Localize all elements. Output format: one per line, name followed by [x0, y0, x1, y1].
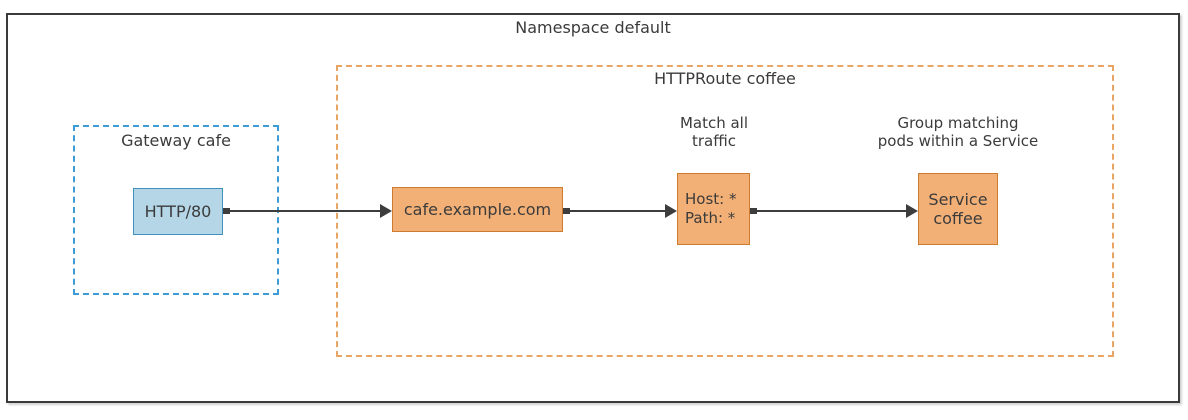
node-hostname: cafe.example.com [392, 187, 563, 232]
httproute-label: HTTPRoute coffee [654, 69, 796, 88]
arrow-line [224, 210, 381, 212]
arrowhead-icon [665, 204, 677, 218]
match-annotation-line-2: traffic [692, 132, 736, 150]
match-annotation-line-1: Match all [679, 114, 749, 132]
arrowhead-icon [906, 204, 918, 218]
namespace-label: Namespace default [515, 18, 671, 37]
listener-node-label: HTTP/80 [144, 202, 212, 221]
arrow-line [564, 210, 666, 212]
arrow-line [751, 210, 907, 212]
namespace-boundary: Namespace default [6, 13, 1180, 403]
service-annotation-line-1: Group matching [897, 114, 1019, 132]
service-annotation: Group matching pods within a Service [848, 114, 1068, 150]
arrow-hostname-to-match [563, 203, 677, 219]
hostname-node-label: cafe.example.com [403, 200, 552, 219]
arrowhead-icon [380, 204, 392, 218]
service-node-line-1: Service [928, 190, 988, 209]
arrow-listener-to-hostname [223, 203, 392, 219]
match-node-path-line: Path: * [685, 209, 736, 227]
arrow-match-to-service [750, 203, 918, 219]
node-match-rules: Host: * Path: * [677, 173, 750, 245]
service-node-line-2: coffee [933, 209, 983, 228]
gateway-label: Gateway cafe [121, 131, 231, 150]
node-listener-http-80: HTTP/80 [133, 188, 223, 235]
match-node-host-line: Host: * [685, 190, 737, 208]
match-annotation: Match all traffic [634, 114, 794, 150]
service-annotation-line-2: pods within a Service [877, 132, 1039, 150]
node-service-coffee: Service coffee [918, 173, 998, 245]
